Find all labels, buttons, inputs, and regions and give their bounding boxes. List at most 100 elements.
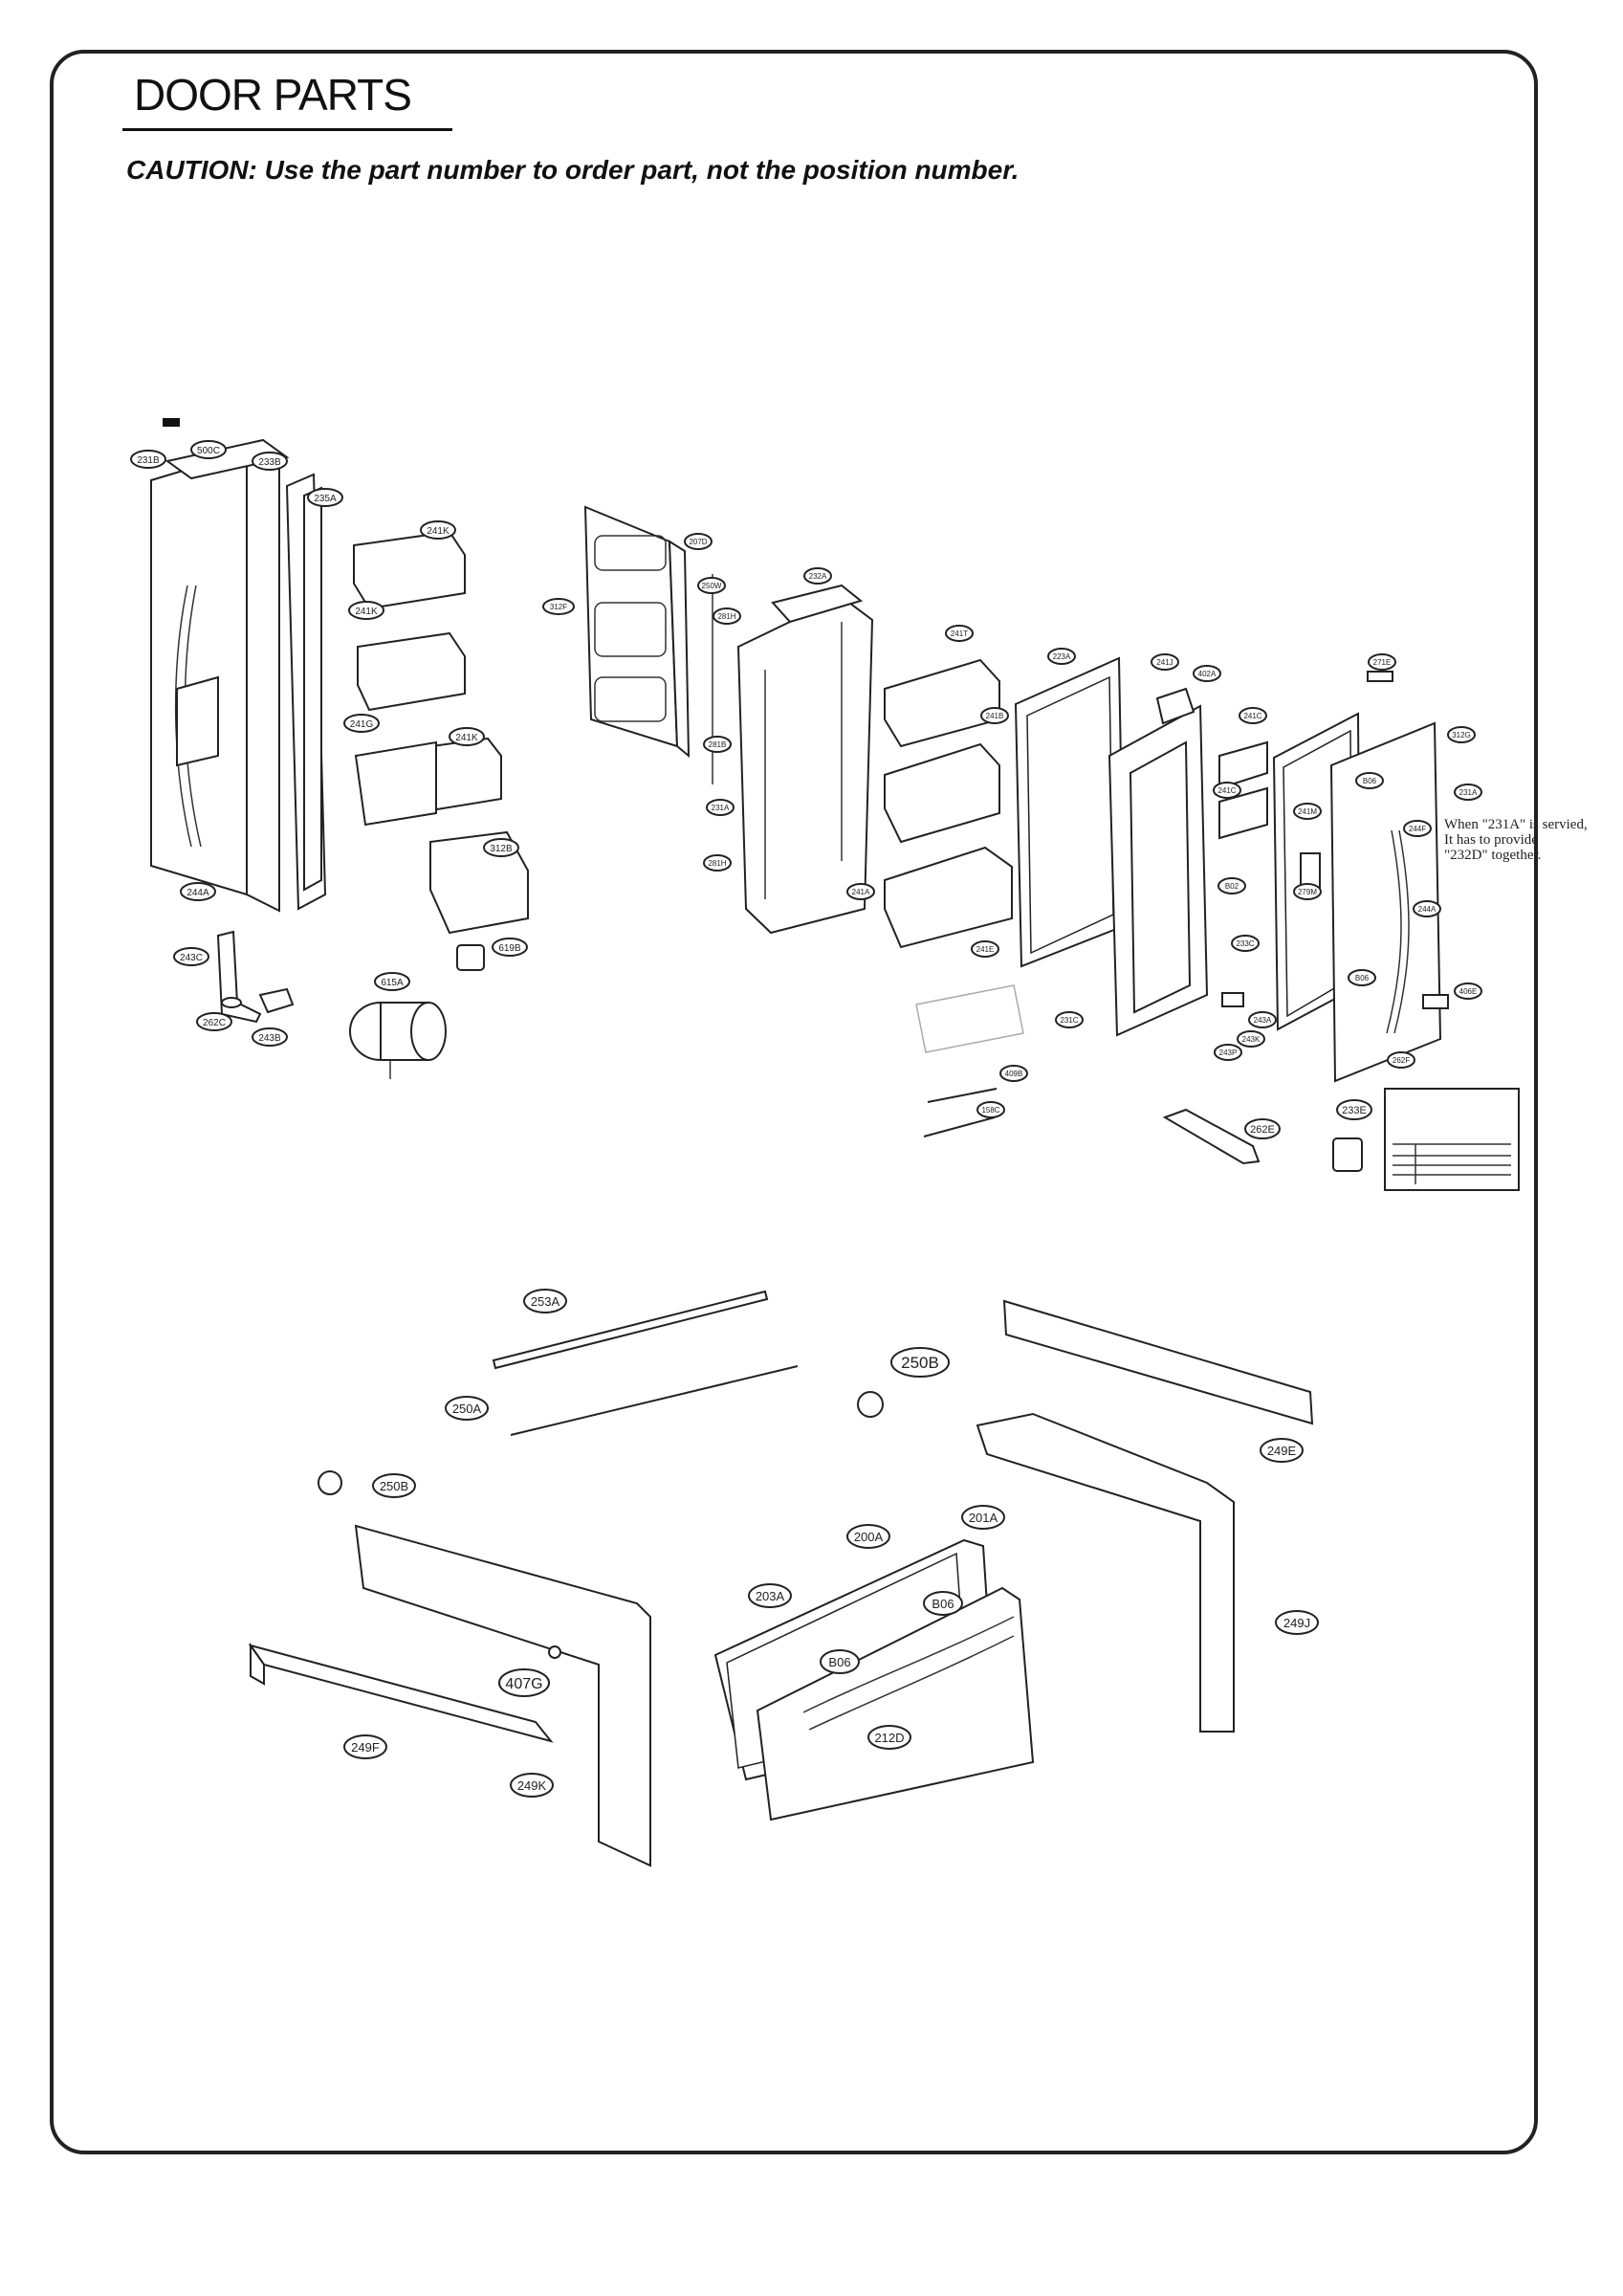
callout-281B: 281B [703, 736, 732, 753]
callout-619B-text: 619B [498, 943, 521, 954]
callout-312F: 312F [542, 598, 575, 615]
callout-262E-text: 262E [1250, 1124, 1275, 1136]
callout-241C-1-text: 241C [1243, 712, 1261, 720]
callout-241E-text: 241E [976, 945, 995, 954]
callout-241M: 241M [1293, 803, 1322, 820]
callout-250A: 250A [445, 1396, 489, 1421]
callout-262F: 262F [1387, 1051, 1415, 1069]
callout-250B-1-text: 250B [901, 1354, 939, 1372]
callout-262C-text: 262C [203, 1018, 226, 1028]
callout-250W: 250W [697, 577, 726, 594]
callout-281H-2-text: 281H [708, 859, 726, 868]
callout-200A: 200A [846, 1524, 890, 1549]
callout-231B: 231B [130, 450, 166, 469]
callout-233E: 233E [1336, 1099, 1372, 1120]
callout-312B: 312B [483, 838, 519, 857]
callout-281B-text: 281B [709, 740, 727, 749]
callout-271E-text: 271E [1373, 658, 1392, 667]
callout-241J: 241J [1151, 653, 1179, 671]
callout-243C: 243C [173, 947, 209, 966]
callout-233B-text: 233B [258, 457, 281, 468]
callout-250A-text: 250A [452, 1402, 482, 1416]
callout-241E: 241E [971, 940, 999, 958]
callout-241C-1: 241C [1239, 707, 1267, 724]
callout-158C: 158C [976, 1101, 1005, 1118]
callout-B06-3-text: B06 [932, 1597, 954, 1611]
callout-281H-1: 281H [713, 607, 741, 625]
callout-235A: 235A [307, 488, 343, 507]
callout-232A-text: 232A [809, 572, 827, 581]
callout-B06-4: B06 [820, 1649, 860, 1674]
callout-250B-2: 250B [372, 1473, 416, 1498]
callout-243B-text: 243B [258, 1033, 281, 1044]
callout-262F-text: 262F [1393, 1056, 1410, 1065]
callout-249J: 249J [1275, 1610, 1319, 1635]
callout-619B: 619B [492, 938, 528, 957]
callout-409B-text: 409B [1005, 1070, 1023, 1078]
callout-312B-text: 312B [490, 844, 513, 854]
callout-312G-text: 312G [1452, 731, 1471, 740]
page-border [50, 50, 1538, 2154]
callout-249K: 249K [510, 1773, 554, 1798]
callout-231A-right: 231A [1454, 784, 1482, 801]
callout-B02: B02 [1217, 877, 1246, 894]
callout-406E-text: 406E [1459, 987, 1478, 996]
bracket-parts-left [216, 930, 485, 1024]
middle-panel-illustration [583, 505, 874, 935]
callout-233B: 233B [252, 452, 288, 471]
callout-223A: 223A [1047, 648, 1076, 665]
callout-241T: 241T [945, 625, 974, 642]
callout-241G: 241G [343, 714, 380, 733]
callout-262E: 262E [1244, 1118, 1281, 1139]
service-note-line-3: "232D" together. [1444, 848, 1541, 863]
callout-241J-text: 241J [1156, 658, 1173, 667]
callout-249E: 249E [1260, 1438, 1304, 1463]
callout-241C-2-text: 241C [1217, 786, 1236, 795]
callout-241K-2-text: 241K [355, 607, 378, 617]
callout-243A-text: 243A [1254, 1016, 1272, 1025]
callout-402A-text: 402A [1198, 670, 1217, 678]
callout-203A: 203A [748, 1583, 792, 1608]
callout-253A: 253A [523, 1289, 567, 1314]
callout-250B-2-text: 250B [380, 1479, 408, 1493]
marker-block [163, 418, 180, 427]
small-parts-right [923, 671, 1449, 1172]
inset-table [1384, 1088, 1520, 1191]
callout-271E: 271E [1368, 653, 1396, 671]
callout-409B: 409B [999, 1065, 1028, 1082]
callout-201A: 201A [961, 1505, 1005, 1530]
left-door-illustration [150, 438, 327, 913]
callout-244A: 244A [180, 882, 216, 901]
motor-615A [349, 1002, 447, 1079]
callout-B06-1-text: B06 [1363, 777, 1377, 785]
callout-233C: 233C [1231, 935, 1260, 952]
callout-250B-1: 250B [890, 1347, 950, 1378]
callout-500C-text: 500C [197, 446, 220, 456]
callout-281H-2: 281H [703, 854, 732, 872]
callout-241T-text: 241T [951, 629, 968, 638]
callout-253A-text: 253A [531, 1294, 560, 1309]
callout-241B: 241B [980, 707, 1009, 724]
callout-281H-1-text: 281H [717, 612, 735, 621]
callout-241M-text: 241M [1298, 807, 1317, 816]
callout-249E-text: 249E [1267, 1444, 1297, 1458]
callout-243B: 243B [252, 1027, 288, 1047]
callout-B06-2-text: B06 [1355, 974, 1370, 982]
callout-249K-text: 249K [517, 1778, 547, 1793]
callout-243K: 243K [1237, 1030, 1265, 1048]
callout-241A-text: 241A [852, 888, 870, 896]
callout-241C-2: 241C [1213, 782, 1241, 799]
callout-207D: 207D [684, 533, 713, 550]
callout-207D-text: 207D [689, 538, 707, 546]
callout-407G-text: 407G [505, 1676, 542, 1692]
callout-312F-text: 312F [550, 603, 567, 611]
callout-B06-2: B06 [1348, 969, 1376, 986]
callout-243K-text: 243K [1242, 1035, 1261, 1044]
callout-312G: 312G [1447, 726, 1476, 743]
callout-241K-1-text: 241K [427, 526, 450, 537]
callout-231A-mid: 231A [706, 799, 735, 816]
callout-243P: 243P [1214, 1044, 1242, 1061]
callout-231C-text: 231C [1060, 1016, 1078, 1025]
callout-615A: 615A [374, 972, 410, 991]
